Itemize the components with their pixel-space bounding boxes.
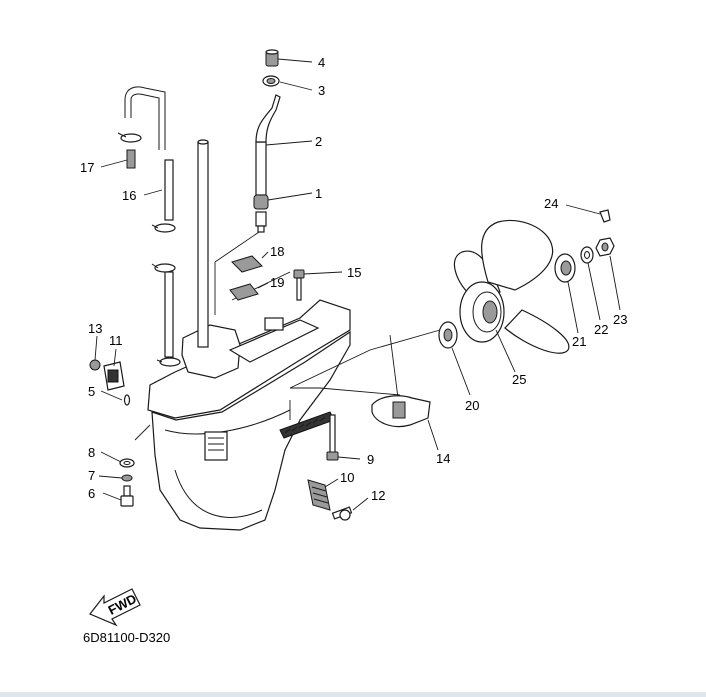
callout-3: 3 xyxy=(318,83,325,98)
callout-24: 24 xyxy=(544,196,558,211)
callout-10: 10 xyxy=(340,470,354,485)
callout-8: 8 xyxy=(88,445,95,460)
callout-labels: 1 2 3 4 5 6 7 8 9 10 11 12 13 14 15 16 1… xyxy=(80,55,627,503)
grommet-1 xyxy=(253,194,269,233)
drive-shaft xyxy=(197,139,209,348)
bolt-13 xyxy=(89,359,101,371)
callout-19: 19 xyxy=(270,275,284,290)
washer-22 xyxy=(580,246,594,264)
lower-casing xyxy=(147,299,351,531)
bolt-15 xyxy=(293,269,305,301)
catalog-code: 6D81100-D320 xyxy=(83,630,170,645)
callout-7: 7 xyxy=(88,468,95,483)
callout-5: 5 xyxy=(88,384,95,399)
washer-7 xyxy=(121,474,133,482)
callout-13: 13 xyxy=(88,321,102,336)
callout-20: 20 xyxy=(465,398,479,413)
bolt-6 xyxy=(120,485,134,507)
hose-16 xyxy=(124,86,174,358)
callout-25: 25 xyxy=(512,372,526,387)
callout-1: 1 xyxy=(315,186,322,201)
bolt-9 xyxy=(326,414,339,461)
callout-23: 23 xyxy=(613,312,627,327)
plate-18 xyxy=(231,255,263,273)
callout-9: 9 xyxy=(367,452,374,467)
callout-15: 15 xyxy=(347,265,361,280)
bottom-scroll-strip xyxy=(0,692,706,697)
callout-16: 16 xyxy=(122,188,136,203)
callout-6: 6 xyxy=(88,486,95,501)
screw-12 xyxy=(331,506,353,521)
grommet-11 xyxy=(103,361,125,391)
callout-12: 12 xyxy=(371,488,385,503)
spacer-21 xyxy=(554,253,576,283)
plate-19 xyxy=(229,283,259,301)
grille-10 xyxy=(307,479,331,511)
callout-leaders xyxy=(94,58,621,511)
cotter-pin-24 xyxy=(599,209,611,223)
callout-4: 4 xyxy=(318,55,325,70)
callout-21: 21 xyxy=(572,334,586,349)
callout-11: 11 xyxy=(109,333,123,348)
cap-4 xyxy=(265,49,279,67)
thrust-washer-20 xyxy=(438,321,458,349)
propeller-25 xyxy=(453,219,570,354)
callout-2: 2 xyxy=(315,134,322,149)
callout-18: 18 xyxy=(270,244,284,259)
hose-clips xyxy=(117,132,181,367)
item-5 xyxy=(123,394,131,406)
callout-14: 14 xyxy=(436,451,450,466)
fwd-arrow-icon: FWD xyxy=(89,588,141,627)
seal-3 xyxy=(262,75,280,87)
callout-17: 17 xyxy=(80,160,94,175)
water-tube-2 xyxy=(255,94,281,196)
nut-23 xyxy=(595,237,615,257)
washer-8 xyxy=(119,458,135,468)
anode-14 xyxy=(371,395,431,428)
callout-22: 22 xyxy=(594,322,608,337)
